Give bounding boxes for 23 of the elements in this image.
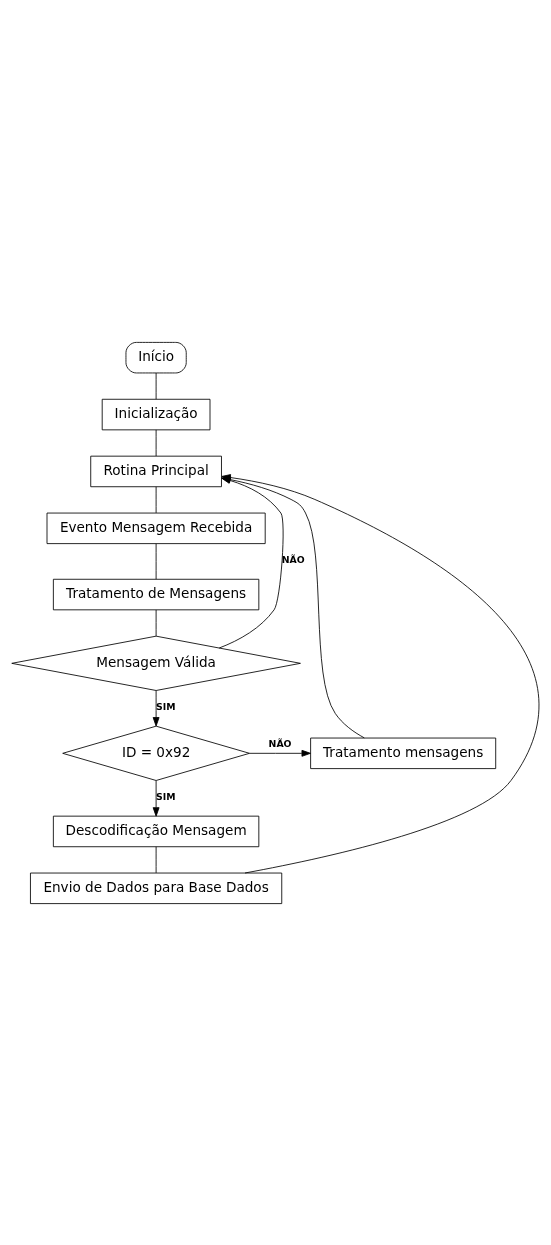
node-box: Evento Mensagem Recebida [46, 512, 266, 544]
node-box: Rotina Principal [90, 455, 222, 487]
connector [155, 609, 157, 636]
edge-label: SIM [156, 790, 176, 802]
node-box: Inicialização [101, 398, 211, 430]
connector [155, 485, 157, 513]
connector [155, 845, 157, 873]
node-box: Início [125, 341, 187, 373]
edge-label: SIM [156, 700, 176, 712]
connector [155, 429, 157, 456]
connector [155, 542, 157, 580]
node-diamond: ID = 0x92 [62, 725, 250, 781]
edge-label: NÃO [268, 737, 292, 749]
node-box: Envio de Dados para Base Dados [30, 872, 283, 904]
node-box: Descodificação Mensagem [52, 815, 260, 847]
arrow [249, 749, 311, 757]
edge-label: NÃO [281, 553, 305, 565]
arrow [152, 779, 160, 817]
node-box: Tratamento mensagens [310, 737, 497, 769]
connector [155, 372, 157, 400]
node-box: Tratamento de Mensagens [52, 578, 260, 610]
node-diamond: Mensagem Válida [11, 635, 301, 691]
arrow [152, 689, 160, 726]
